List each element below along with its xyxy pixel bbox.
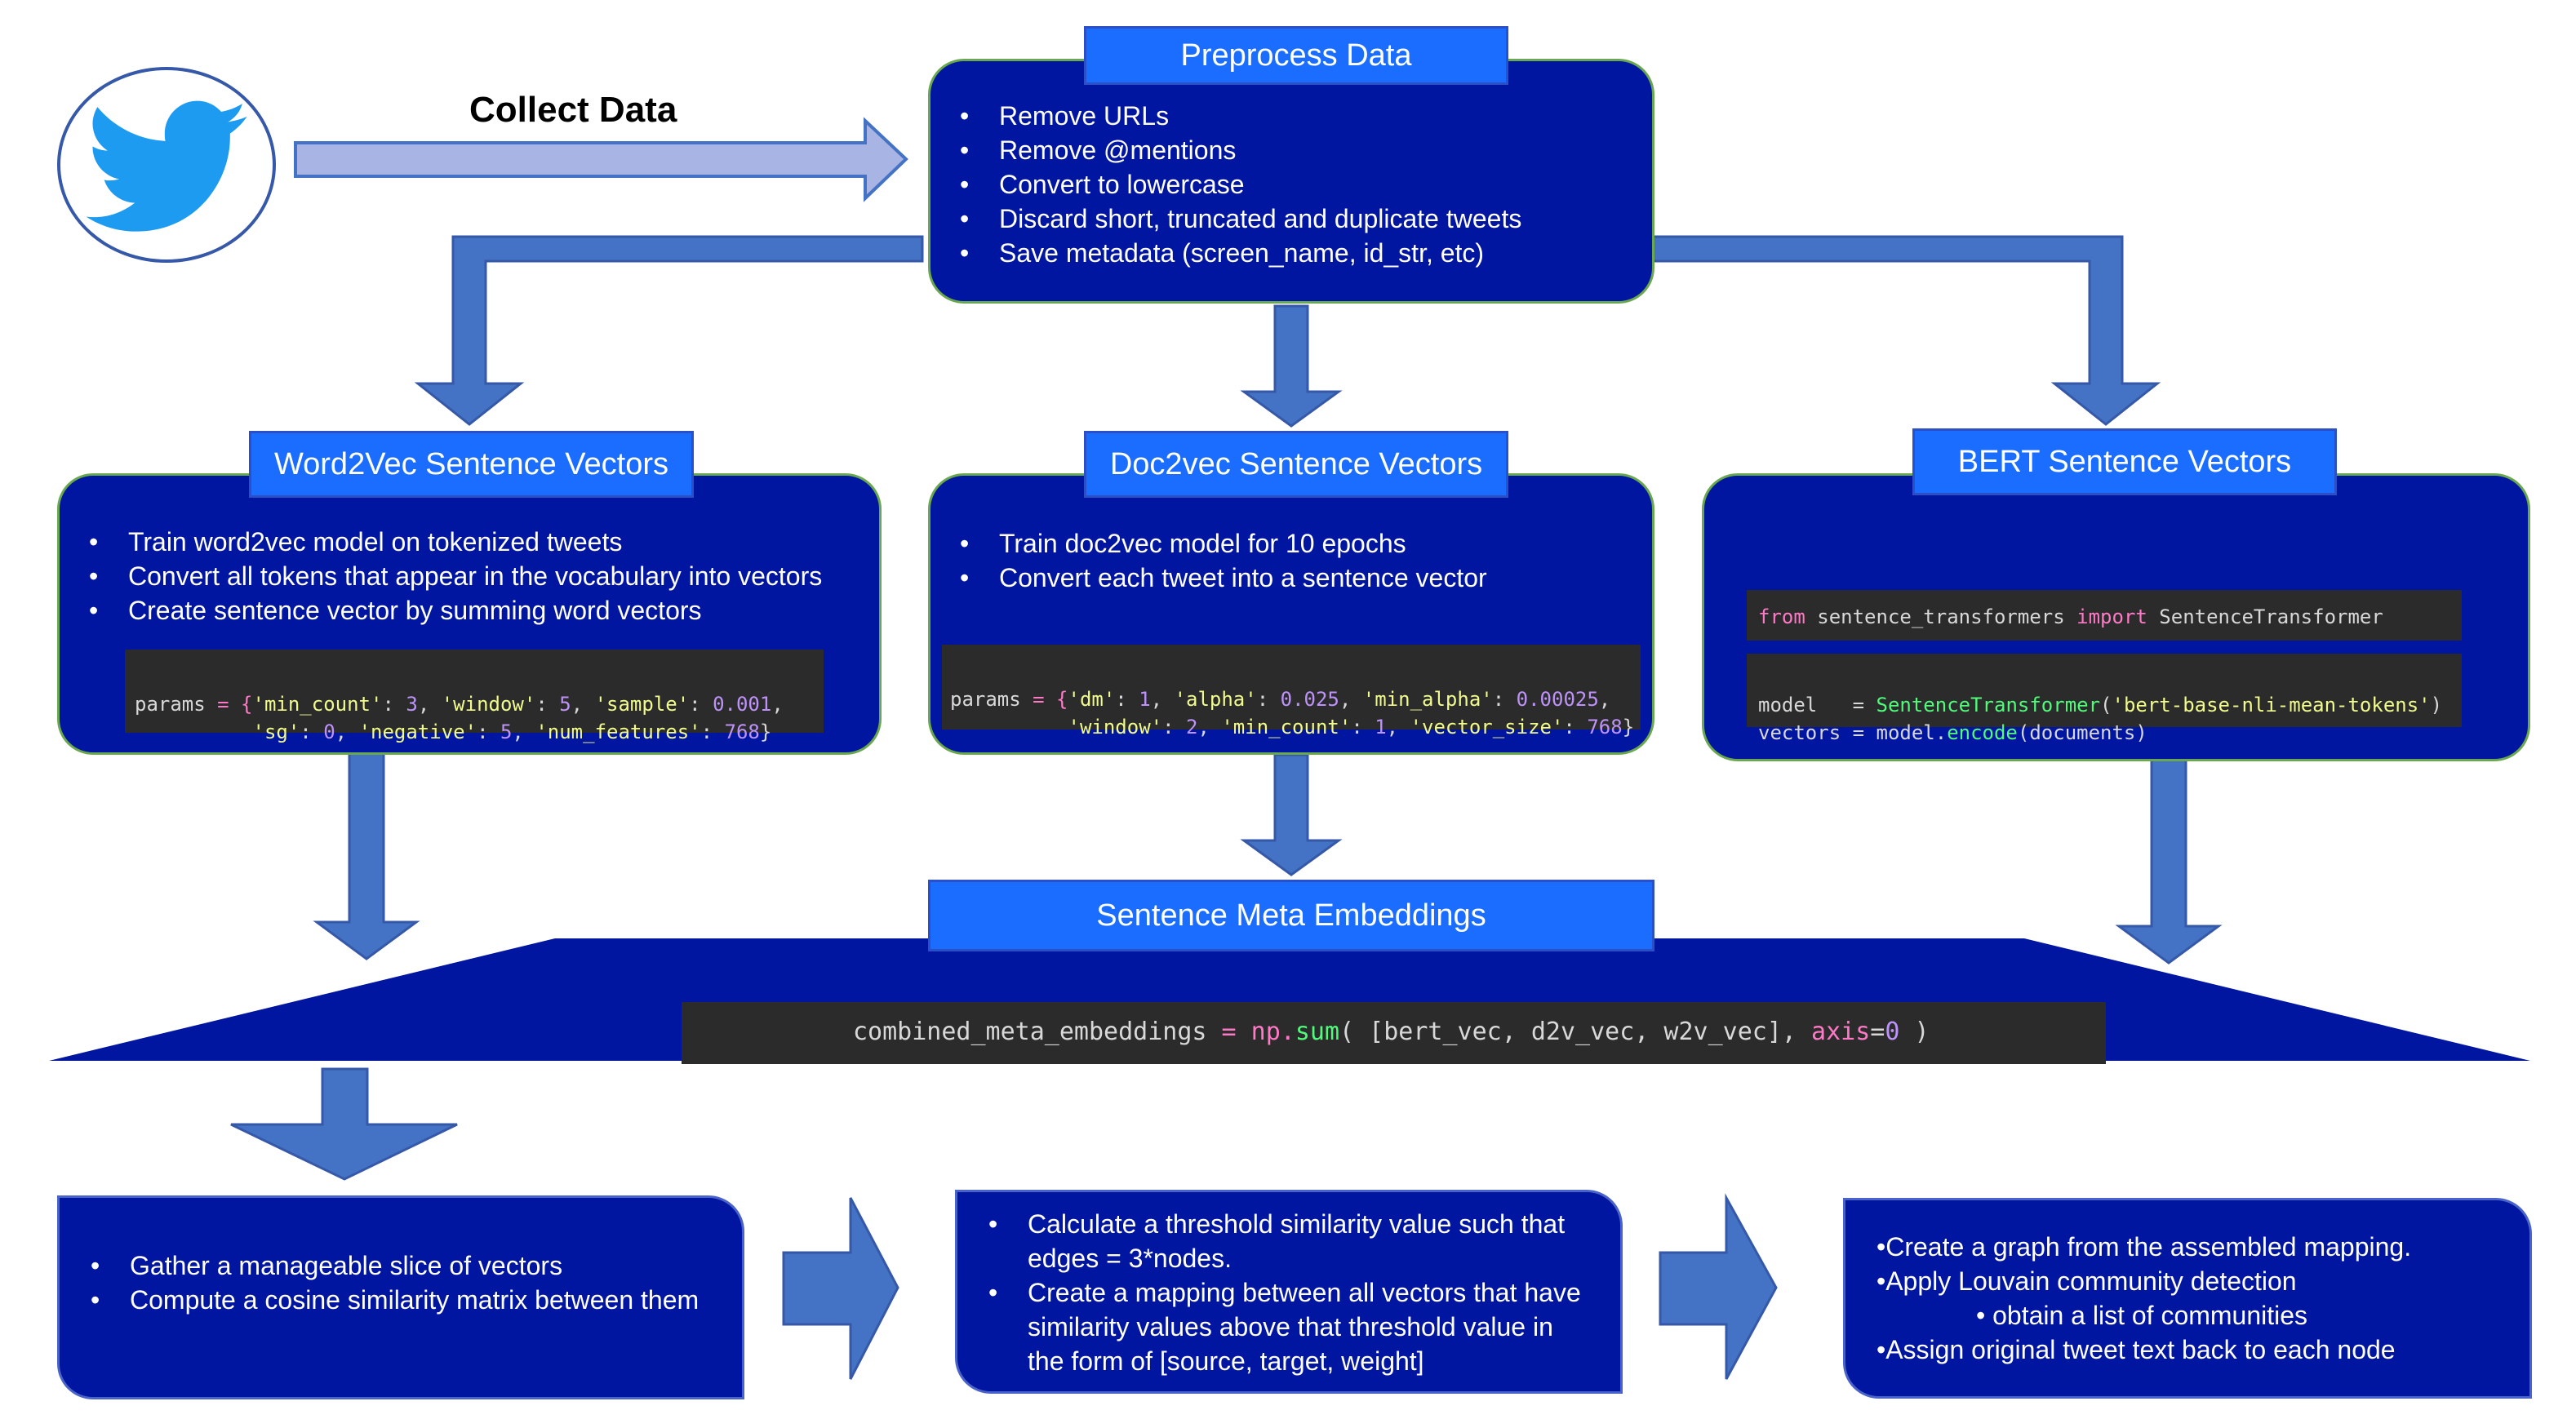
step1-box: Gather a manageable slice of vectors Com… xyxy=(57,1195,744,1399)
word2vec-list: Train word2vec model on tokenized tweets… xyxy=(89,525,822,628)
bert-title: BERT Sentence Vectors xyxy=(1912,428,2337,495)
preprocess-title: Preprocess Data xyxy=(1084,26,1508,85)
doc2vec-list: Train doc2vec model for 10 epochs Conver… xyxy=(960,526,1487,595)
collect-arrow xyxy=(294,117,908,202)
word2vec-title: Word2Vec Sentence Vectors xyxy=(249,431,694,498)
list-item: Convert each tweet into a sentence vecto… xyxy=(960,561,1487,595)
list-item: •Assign original tweet text back to each… xyxy=(1876,1335,2396,1364)
preprocess-list: Remove URLs Remove @mentions Convert to … xyxy=(960,99,1521,270)
list-item: Remove URLs xyxy=(960,99,1521,133)
arrow-word2vec-to-meta xyxy=(313,749,420,960)
arrow-to-bert xyxy=(1639,235,2161,426)
bert-code-import: from sentence_transformers import Senten… xyxy=(1747,590,2462,641)
list-item: Create sentence vector by summing word v… xyxy=(89,593,822,628)
list-item: Convert all tokens that appear in the vo… xyxy=(89,559,822,593)
list-item: Compute a cosine similarity matrix betwe… xyxy=(91,1283,699,1317)
code-line: 'sg': 0, 'negative': 5, 'num_features': … xyxy=(252,721,772,743)
word2vec-code: params = {'min_count': 3, 'window': 5, '… xyxy=(125,650,824,743)
list-item: Remove @mentions xyxy=(960,133,1521,167)
list-item: Create a mapping between all vectors tha… xyxy=(988,1275,1592,1378)
arrow-meta-to-step1 xyxy=(230,1067,458,1181)
list-item: Gather a manageable slice of vectors xyxy=(91,1248,699,1283)
code-line: params = {'min_count': 3, 'window': 5, '… xyxy=(135,693,784,716)
word2vec-box: Train word2vec model on tokenized tweets… xyxy=(57,473,882,755)
doc2vec-code: params = {'dm': 1, 'alpha': 0.025, 'min_… xyxy=(942,645,1641,738)
doc2vec-box: Train doc2vec model for 10 epochs Conver… xyxy=(928,473,1654,755)
arrow-step1-to-step2 xyxy=(782,1197,899,1380)
code-line: params = {'dm': 1, 'alpha': 0.025, 'min_… xyxy=(950,688,1611,711)
step3-box: •Create a graph from the assembled mappi… xyxy=(1843,1198,2532,1399)
arrow-to-word2vec xyxy=(414,235,924,426)
preprocess-box: Remove URLs Remove @mentions Convert to … xyxy=(928,59,1654,304)
list-item: Convert to lowercase xyxy=(960,167,1521,202)
code-line: 'window': 2, 'min_count': 1, 'vector_siz… xyxy=(1068,716,1635,738)
list-item: Calculate a threshold similarity value s… xyxy=(988,1207,1592,1275)
arrow-bert-to-meta xyxy=(2115,753,2223,965)
list-item: Discard short, truncated and duplicate t… xyxy=(960,202,1521,236)
step2-list: Calculate a threshold similarity value s… xyxy=(988,1207,1592,1378)
step3-text: •Create a graph from the assembled mappi… xyxy=(1876,1230,2411,1367)
list-item: Train word2vec model on tokenized tweets xyxy=(89,525,822,559)
bert-box: from sentence_transformers import Senten… xyxy=(1702,473,2530,761)
code-line: vectors = model.encode(documents) xyxy=(1758,721,2147,744)
twitter-logo xyxy=(57,67,276,263)
step2-box: Calculate a threshold similarity value s… xyxy=(955,1190,1623,1394)
list-item: •Create a graph from the assembled mappi… xyxy=(1876,1232,2412,1262)
list-item: • obtain a list of communities xyxy=(1976,1301,2308,1330)
bert-code-model: model = SentenceTransformer('bert-base-n… xyxy=(1747,654,2462,744)
meta-title: Sentence Meta Embeddings xyxy=(928,880,1654,951)
twitter-bird-icon xyxy=(87,100,247,232)
arrow-to-doc2vec xyxy=(1240,304,1343,428)
list-item: Train doc2vec model for 10 epochs xyxy=(960,526,1487,561)
arrow-step2-to-step3 xyxy=(1659,1193,1778,1380)
doc2vec-title: Doc2vec Sentence Vectors xyxy=(1084,431,1508,498)
step1-list: Gather a manageable slice of vectors Com… xyxy=(91,1248,699,1317)
arrow-doc2vec-to-meta xyxy=(1240,753,1343,876)
meta-code: combined_meta_embeddings = np.sum( [bert… xyxy=(682,1002,2106,1064)
code-line: model = SentenceTransformer('bert-base-n… xyxy=(1758,694,2443,716)
list-item: Save metadata (screen_name, id_str, etc) xyxy=(960,236,1521,270)
collect-data-label: Collect Data xyxy=(469,90,677,130)
list-item: •Apply Louvain community detection xyxy=(1876,1266,2297,1296)
